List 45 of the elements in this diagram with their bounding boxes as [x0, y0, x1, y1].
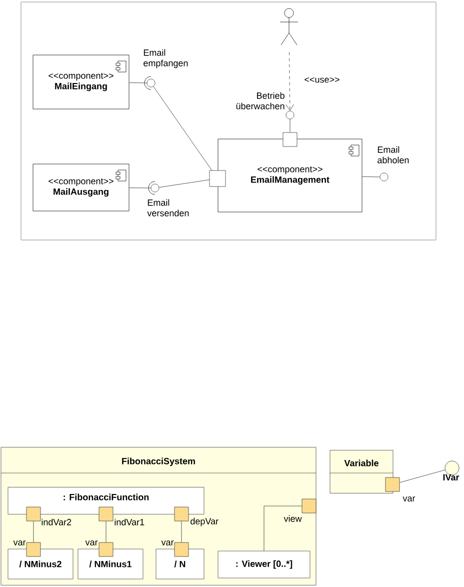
port-label: Email abholen	[378, 146, 409, 164]
interface-circle	[380, 172, 388, 182]
port-square	[174, 542, 189, 557]
port-square	[385, 477, 400, 492]
port-label: IVar	[443, 474, 460, 480]
connector	[181, 521, 182, 542]
connector	[286, 52, 294, 111]
port-square	[209, 170, 226, 187]
port-square	[98, 506, 114, 522]
connector	[158, 180, 210, 188]
part-box: : Viewer [0..*]	[218, 550, 310, 578]
connector	[33, 521, 34, 542]
port-label: view	[284, 515, 302, 522]
port-label: Betrieb überwachen	[236, 92, 284, 110]
actor-figure	[280, 8, 298, 46]
connector	[400, 470, 446, 483]
component-box: <<component>> MailEingang	[32, 54, 130, 110]
part-box: / N	[156, 548, 204, 580]
port-label: depVar	[190, 518, 218, 526]
port-label: indVar1	[114, 518, 144, 526]
port-square	[26, 542, 41, 557]
component-box: <<component>> EmailManagement	[218, 138, 362, 212]
port-label: Email versenden	[147, 199, 189, 216]
port-label: var	[13, 540, 26, 546]
port-label: var	[85, 540, 98, 546]
connector	[153, 86, 212, 170]
class-box: Variable	[330, 450, 394, 494]
component-box: <<component>> MailAusgang	[32, 164, 130, 212]
connector	[129, 82, 147, 84]
port-square	[26, 506, 41, 522]
port-square	[98, 542, 114, 557]
interface-circle	[286, 110, 294, 120]
port-label: Email empfangen	[144, 49, 188, 68]
edge-label: <<use>>	[303, 76, 341, 84]
port-label: indVar2	[42, 518, 72, 526]
port-square	[282, 132, 298, 147]
connector	[362, 176, 380, 178]
connector	[264, 506, 302, 551]
part-box: / NMinus2	[8, 548, 74, 580]
port-label: var	[402, 496, 416, 502]
part-box: / NMinus1	[78, 548, 144, 580]
interface-circle	[444, 460, 460, 476]
port-label: var	[161, 540, 174, 546]
part-box: : FibonacciFunction	[8, 487, 204, 514]
port-square	[174, 506, 189, 522]
